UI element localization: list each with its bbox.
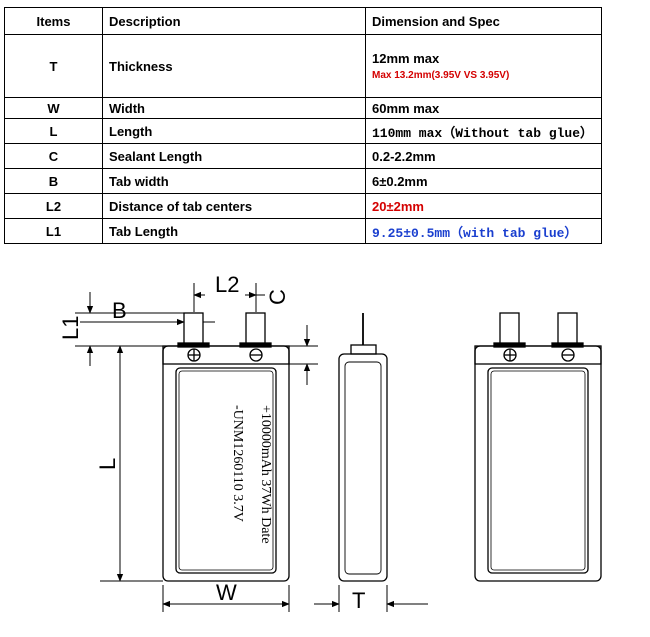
spec-note: Max 13.2mm(3.95V VS 3.95V) (372, 70, 510, 81)
back-body (474, 345, 602, 582)
row-item: L1 (4, 218, 103, 244)
dim-label-b: B (112, 298, 127, 323)
row-desc: Tab width (102, 168, 366, 194)
dim-label-c: C (265, 289, 290, 305)
spec-value: 12mm max (372, 51, 440, 66)
dim-label-l: L (95, 458, 120, 470)
back-tab-left (499, 312, 520, 347)
row-item: L2 (4, 193, 103, 219)
back-tab-right (557, 312, 578, 347)
side-inner (344, 361, 382, 575)
dim-label-t: T (352, 588, 365, 613)
table-row: L1 Tab Length 9.25±0.5mm（with tab glue） (4, 218, 602, 244)
row-item: L (4, 118, 103, 144)
tab-glue (177, 342, 210, 348)
tab-positive (245, 312, 266, 347)
tab-glue (239, 342, 272, 348)
row-item: C (4, 143, 103, 169)
table-row: L2 Distance of tab centers 20±2mm (4, 193, 602, 219)
row-spec: 12mm max Max 13.2mm(3.95V VS 3.95V) (365, 34, 602, 98)
back-label-area (487, 367, 589, 574)
label-area (175, 367, 277, 574)
side-body (338, 353, 388, 582)
dim-label-w: W (216, 580, 237, 605)
front-view (162, 312, 290, 582)
tab-negative (183, 312, 204, 347)
table-header-row: Items Description Dimension and Spec (4, 7, 602, 35)
row-desc: Distance of tab centers (102, 193, 366, 219)
row-spec: 9.25±0.5mm（with tab glue） (365, 218, 602, 244)
row-desc: Width (102, 97, 366, 119)
side-sealant (350, 344, 377, 355)
row-spec: 6±0.2mm (365, 168, 602, 194)
side-view (338, 313, 388, 582)
capacity-text: +10000mAh 37Wh Date (258, 405, 273, 544)
dim-label-l1: L1 (58, 316, 83, 340)
table-row: T Thickness 12mm max Max 13.2mm(3.95V VS… (4, 34, 602, 98)
spec-table: Items Description Dimension and Spec T T… (4, 7, 602, 244)
table-row: C Sealant Length 0.2-2.2mm (4, 143, 602, 169)
model-text: -UNM1260110 3.7V (230, 405, 245, 522)
table-row: W Width 60mm max (4, 97, 602, 119)
row-desc: Thickness (102, 34, 366, 98)
row-desc: Length (102, 118, 366, 144)
header-items: Items (4, 7, 103, 35)
back-view (474, 312, 602, 582)
dimension-lines (75, 283, 428, 612)
back-sealant-band (474, 345, 602, 365)
battery-label-text: -UNM1260110 3.7V +10000mAh 37Wh Date (230, 405, 273, 544)
table-row: L Length 110mm max（Without tab glue） (4, 118, 602, 144)
row-item: T (4, 34, 103, 98)
table-row: B Tab width 6±0.2mm (4, 168, 602, 194)
dim-label-l2: L2 (215, 272, 239, 297)
label-inner (178, 370, 274, 571)
sealant-band (162, 345, 290, 365)
header-description: Description (102, 7, 366, 35)
